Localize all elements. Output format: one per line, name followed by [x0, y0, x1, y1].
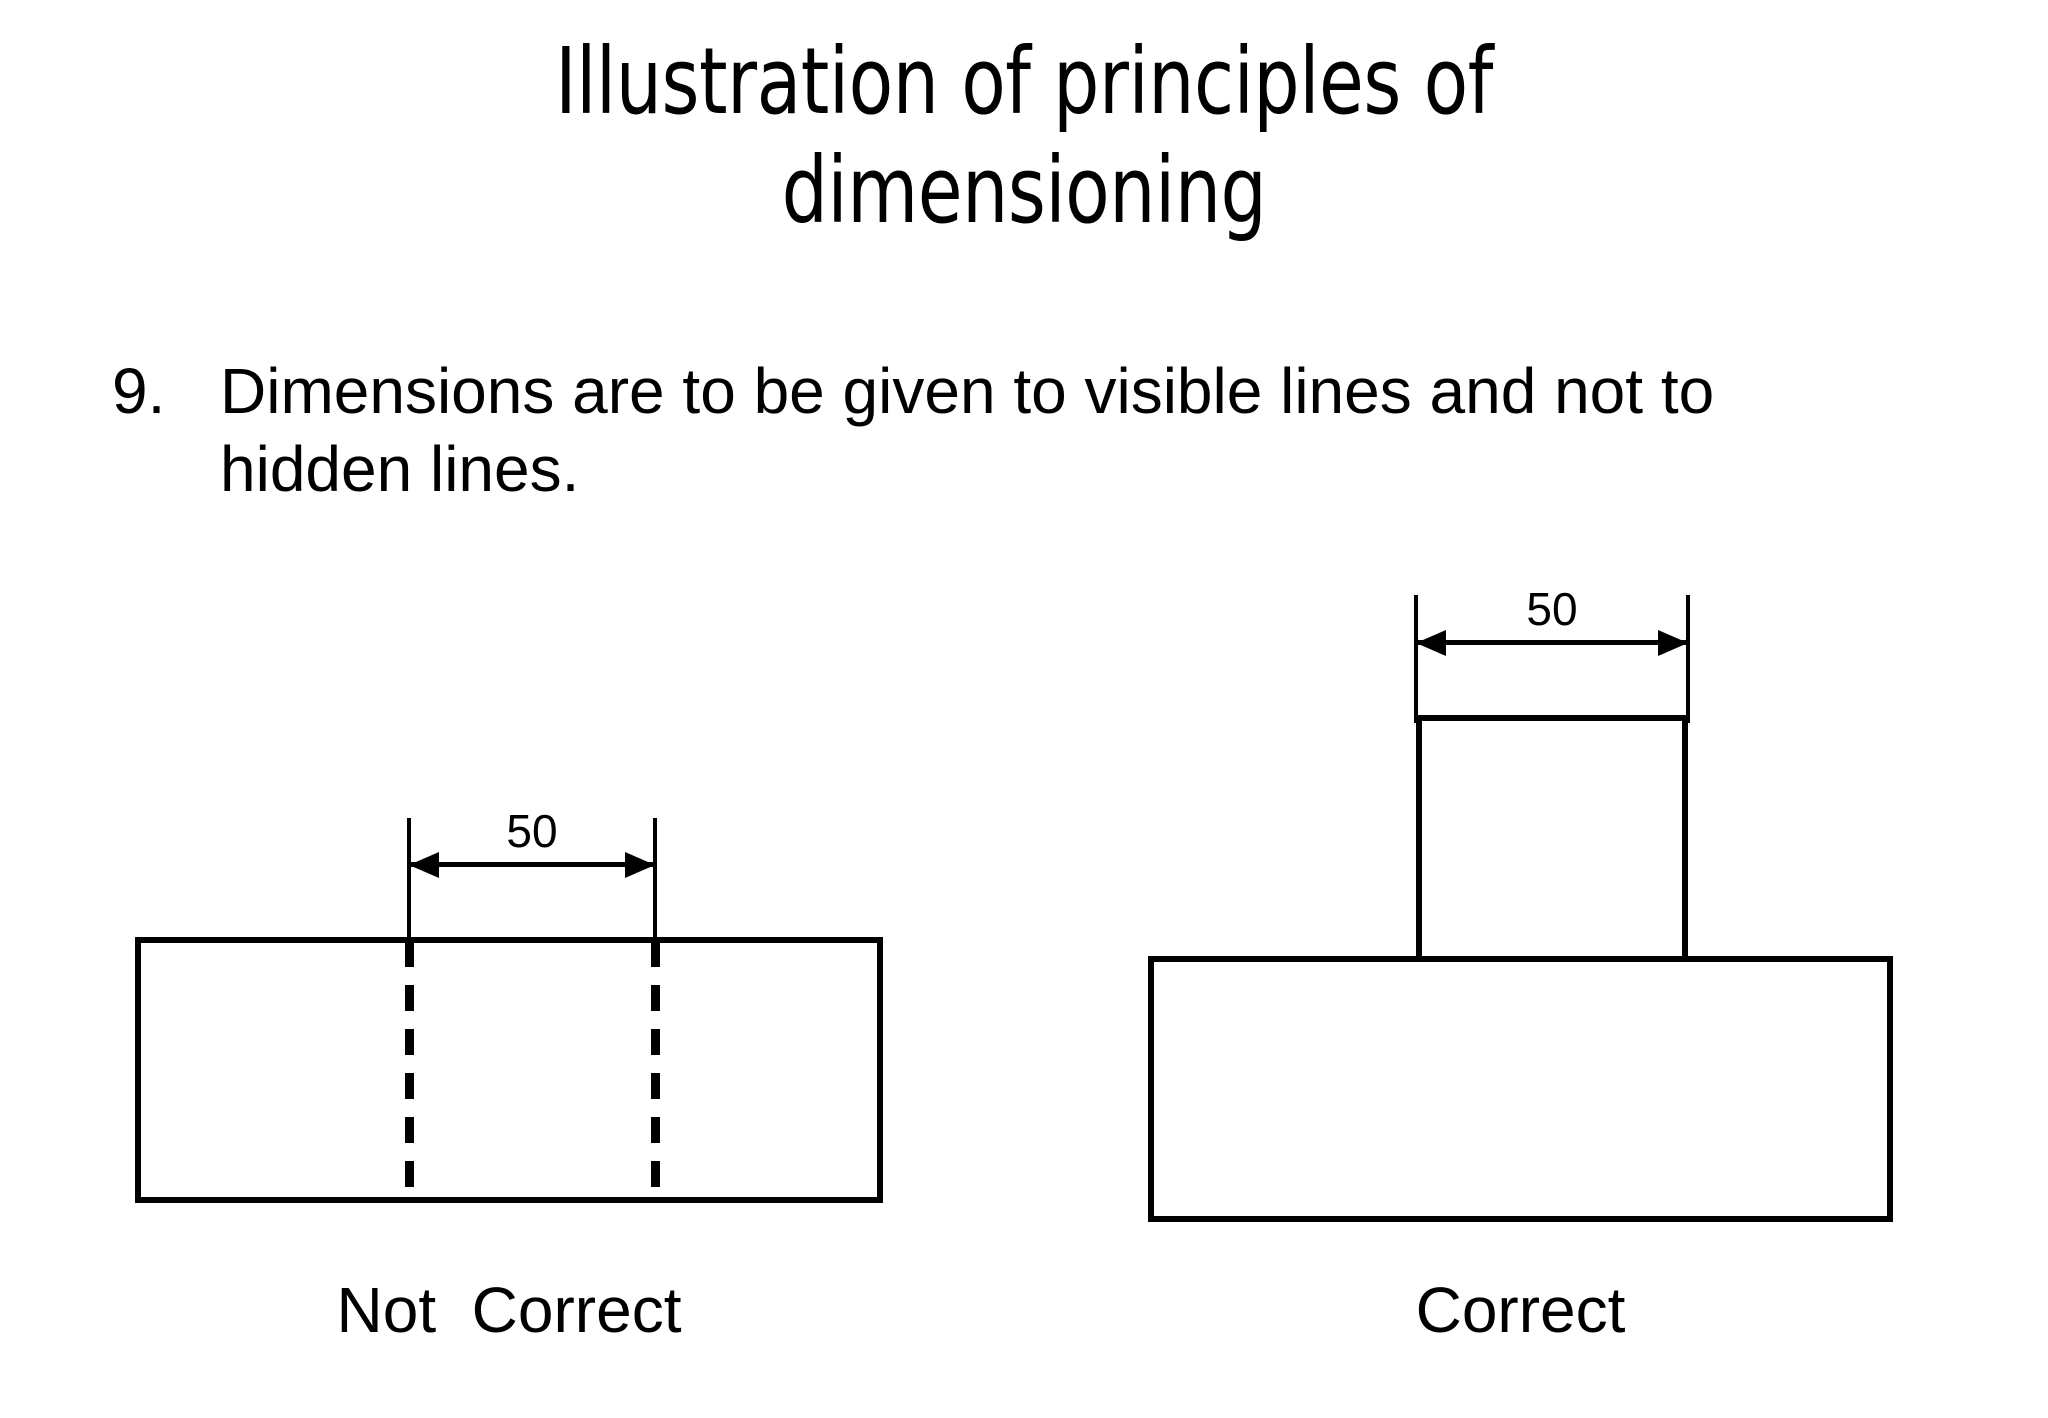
list-item-number: 9.: [112, 355, 166, 427]
dimension-line-not-correct: [409, 862, 655, 867]
dimension-arrowhead-left-not-correct: [409, 852, 439, 878]
dimension-line-correct: [1416, 640, 1688, 645]
caption-correct: Correct: [1415, 1274, 1626, 1346]
hidden-line-left-not-correct: [405, 941, 414, 1203]
list-item-text: Dimensions are to be given to visible li…: [220, 355, 1715, 506]
dimension-label-correct: 50: [1526, 583, 1578, 635]
dimension-label-not-correct: 50: [506, 805, 558, 857]
page-title: Illustration of principles of dimensioni…: [555, 28, 1493, 244]
dimension-arrowhead-left-correct: [1416, 630, 1446, 656]
body-list-item: 9. Dimensions are to be given to visible…: [112, 352, 1872, 508]
part-base-correct: [1148, 956, 1893, 1222]
hidden-line-right-not-correct: [651, 941, 660, 1203]
caption-not-correct: Not Correct: [336, 1274, 682, 1346]
extension-line-right-correct: [1686, 595, 1690, 723]
part-outline-not-correct: [135, 937, 883, 1203]
part-rib-correct: [1416, 715, 1688, 962]
extension-line-left-correct: [1414, 595, 1418, 723]
dimension-arrowhead-right-correct: [1658, 630, 1688, 656]
dimension-arrowhead-right-not-correct: [625, 852, 655, 878]
